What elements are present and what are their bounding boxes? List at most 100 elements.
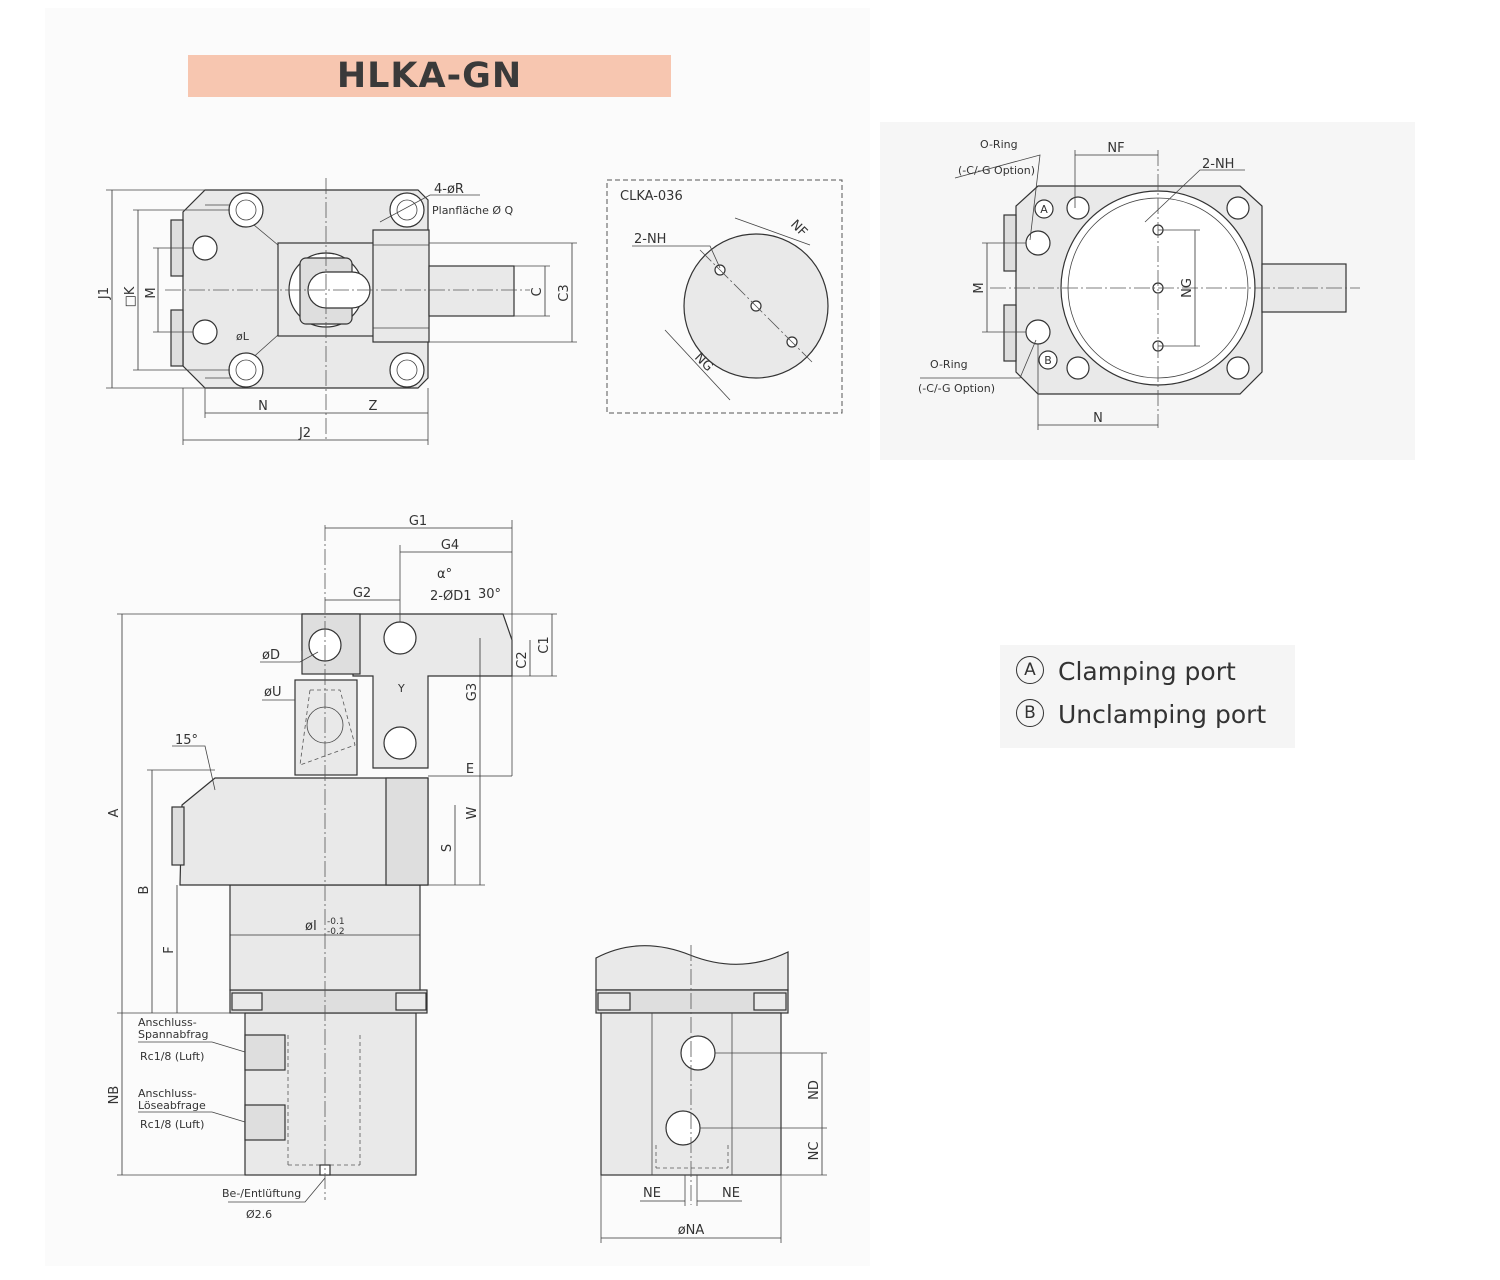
side-oring-r <box>395 992 427 1011</box>
detail-nf: NF <box>787 217 810 240</box>
detail-ng-dim <box>664 329 731 401</box>
side-port-1 <box>244 1034 286 1071</box>
label-e: E <box>466 762 474 777</box>
right-oring-top-leader <box>954 154 1041 241</box>
label-g3: G3 <box>465 683 480 701</box>
right-nh-leader <box>1144 169 1245 223</box>
top-port-lower <box>192 319 218 345</box>
top-port-block-lower <box>170 309 184 367</box>
label-30: 30° <box>478 587 501 602</box>
vent-label: Be-/Entlüftung <box>222 1187 301 1200</box>
label-ne-1: NE <box>643 1186 661 1201</box>
label-ne-2: NE <box>722 1186 740 1201</box>
detail-nf-dim <box>734 217 811 246</box>
right-ng: NG <box>1180 278 1195 298</box>
label-z: Z <box>369 399 378 414</box>
leader-4r <box>379 194 480 223</box>
right-port-a-label: A <box>1040 203 1048 216</box>
label-j2: J2 <box>298 426 311 441</box>
vent-dia: Ø2.6 <box>246 1208 272 1221</box>
label-phi-i: øI <box>305 919 317 934</box>
leader-phi-d <box>260 651 319 663</box>
right-port-b-label: B <box>1044 354 1052 367</box>
bottom-top-cap <box>595 945 789 991</box>
label-a: A <box>107 808 122 817</box>
leader-15 <box>172 745 216 791</box>
right-n: N <box>1093 411 1103 426</box>
bottom-view: ND NC NE NE øNA <box>595 945 827 1243</box>
vent-leader <box>228 1177 326 1203</box>
right-port-b-badge <box>1038 350 1058 370</box>
label-nd: ND <box>807 1080 822 1100</box>
label-tol-up: -0.1 <box>327 917 345 927</box>
label-na: øNA <box>678 1223 705 1238</box>
right-port-a-badge <box>1034 199 1054 219</box>
label-phi-u: øU <box>264 685 281 700</box>
right-port-block-lower <box>1003 304 1017 362</box>
port2-line2: Löseabfrage <box>138 1099 206 1112</box>
legend-clamping: A Clamping port <box>1016 656 1236 687</box>
right-view: A B NF NG M N 2-NH O-Ring (-C/-G Option)… <box>918 138 1360 430</box>
top-arm-head <box>372 229 430 343</box>
bottom-port-lower <box>665 1110 701 1146</box>
label-15: 15° <box>175 733 198 748</box>
port1-spec: Rc1/8 (Luft) <box>140 1050 204 1063</box>
label-j1: J1 <box>97 287 112 300</box>
label-c3: C3 <box>557 284 572 301</box>
label-c1: C1 <box>537 636 552 653</box>
detail-frame <box>606 179 843 414</box>
label-f: F <box>162 946 177 953</box>
label-g2: G2 <box>353 586 371 601</box>
label-m: M <box>144 287 159 298</box>
top-corner-holes <box>228 192 425 388</box>
legend-unclamping-text: Unclamping port <box>1058 700 1267 729</box>
label-g1: G1 <box>409 514 427 529</box>
right-corner-holes <box>1066 196 1250 380</box>
bottom-oring-r <box>753 992 787 1011</box>
right-oring-top: O-Ring <box>980 138 1018 151</box>
port1-line1: Anschluss- <box>138 1016 197 1029</box>
right-oring-bottom-leader <box>920 339 1037 379</box>
side-port-block <box>171 806 185 866</box>
top-arm-extension <box>428 265 515 317</box>
side-right-block <box>385 777 429 886</box>
side-pin-d1-bottom <box>383 726 417 760</box>
side-port-2 <box>244 1104 286 1141</box>
label-nb: NB <box>107 1086 122 1105</box>
label-d1: 2-ØD1 <box>430 589 471 604</box>
detail-view: CLKA-036 NF NG 2-NH <box>606 179 843 414</box>
top-view: J1 □K M C C3 N Z J2 4-øR Planfläche Ø Q … <box>97 178 577 445</box>
side-oring-l <box>231 992 263 1011</box>
label-k: □K <box>123 286 138 307</box>
label-planflache: Planfläche Ø Q <box>432 204 514 217</box>
label-alpha: α° <box>437 567 452 582</box>
right-option-bottom: (-C/-G Option) <box>918 382 995 395</box>
label-c2: C2 <box>515 651 530 668</box>
side-neck <box>294 679 358 776</box>
label-n: N <box>258 399 268 414</box>
right-nf: NF <box>1107 141 1124 156</box>
label-s: S <box>440 844 455 852</box>
label-y: Y <box>397 682 405 695</box>
title-banner: HLKA-GN <box>188 55 671 97</box>
right-port-a <box>1025 230 1051 256</box>
port2-line1: Anschluss- <box>138 1087 197 1100</box>
detail-nh: 2-NH <box>634 232 666 247</box>
bottom-oring-l <box>597 992 631 1011</box>
page-title: HLKA-GN <box>336 56 523 96</box>
right-option-top: (-C/-G Option) <box>958 164 1035 177</box>
port-a-symbol: A <box>1016 656 1044 684</box>
label-w: W <box>465 806 480 819</box>
label-phi-l: øL <box>236 330 250 343</box>
legend-clamping-text: Clamping port <box>1058 657 1236 686</box>
port2-spec: Rc1/8 (Luft) <box>140 1118 204 1131</box>
detail-nh-leader <box>632 245 721 269</box>
right-oring-bottom: O-Ring <box>930 358 968 371</box>
detail-title: CLKA-036 <box>620 189 683 204</box>
right-nh: 2-NH <box>1202 157 1234 172</box>
label-4r: 4-øR <box>434 182 464 197</box>
side-pin-d1-top <box>383 621 417 655</box>
right-port-b <box>1025 319 1051 345</box>
